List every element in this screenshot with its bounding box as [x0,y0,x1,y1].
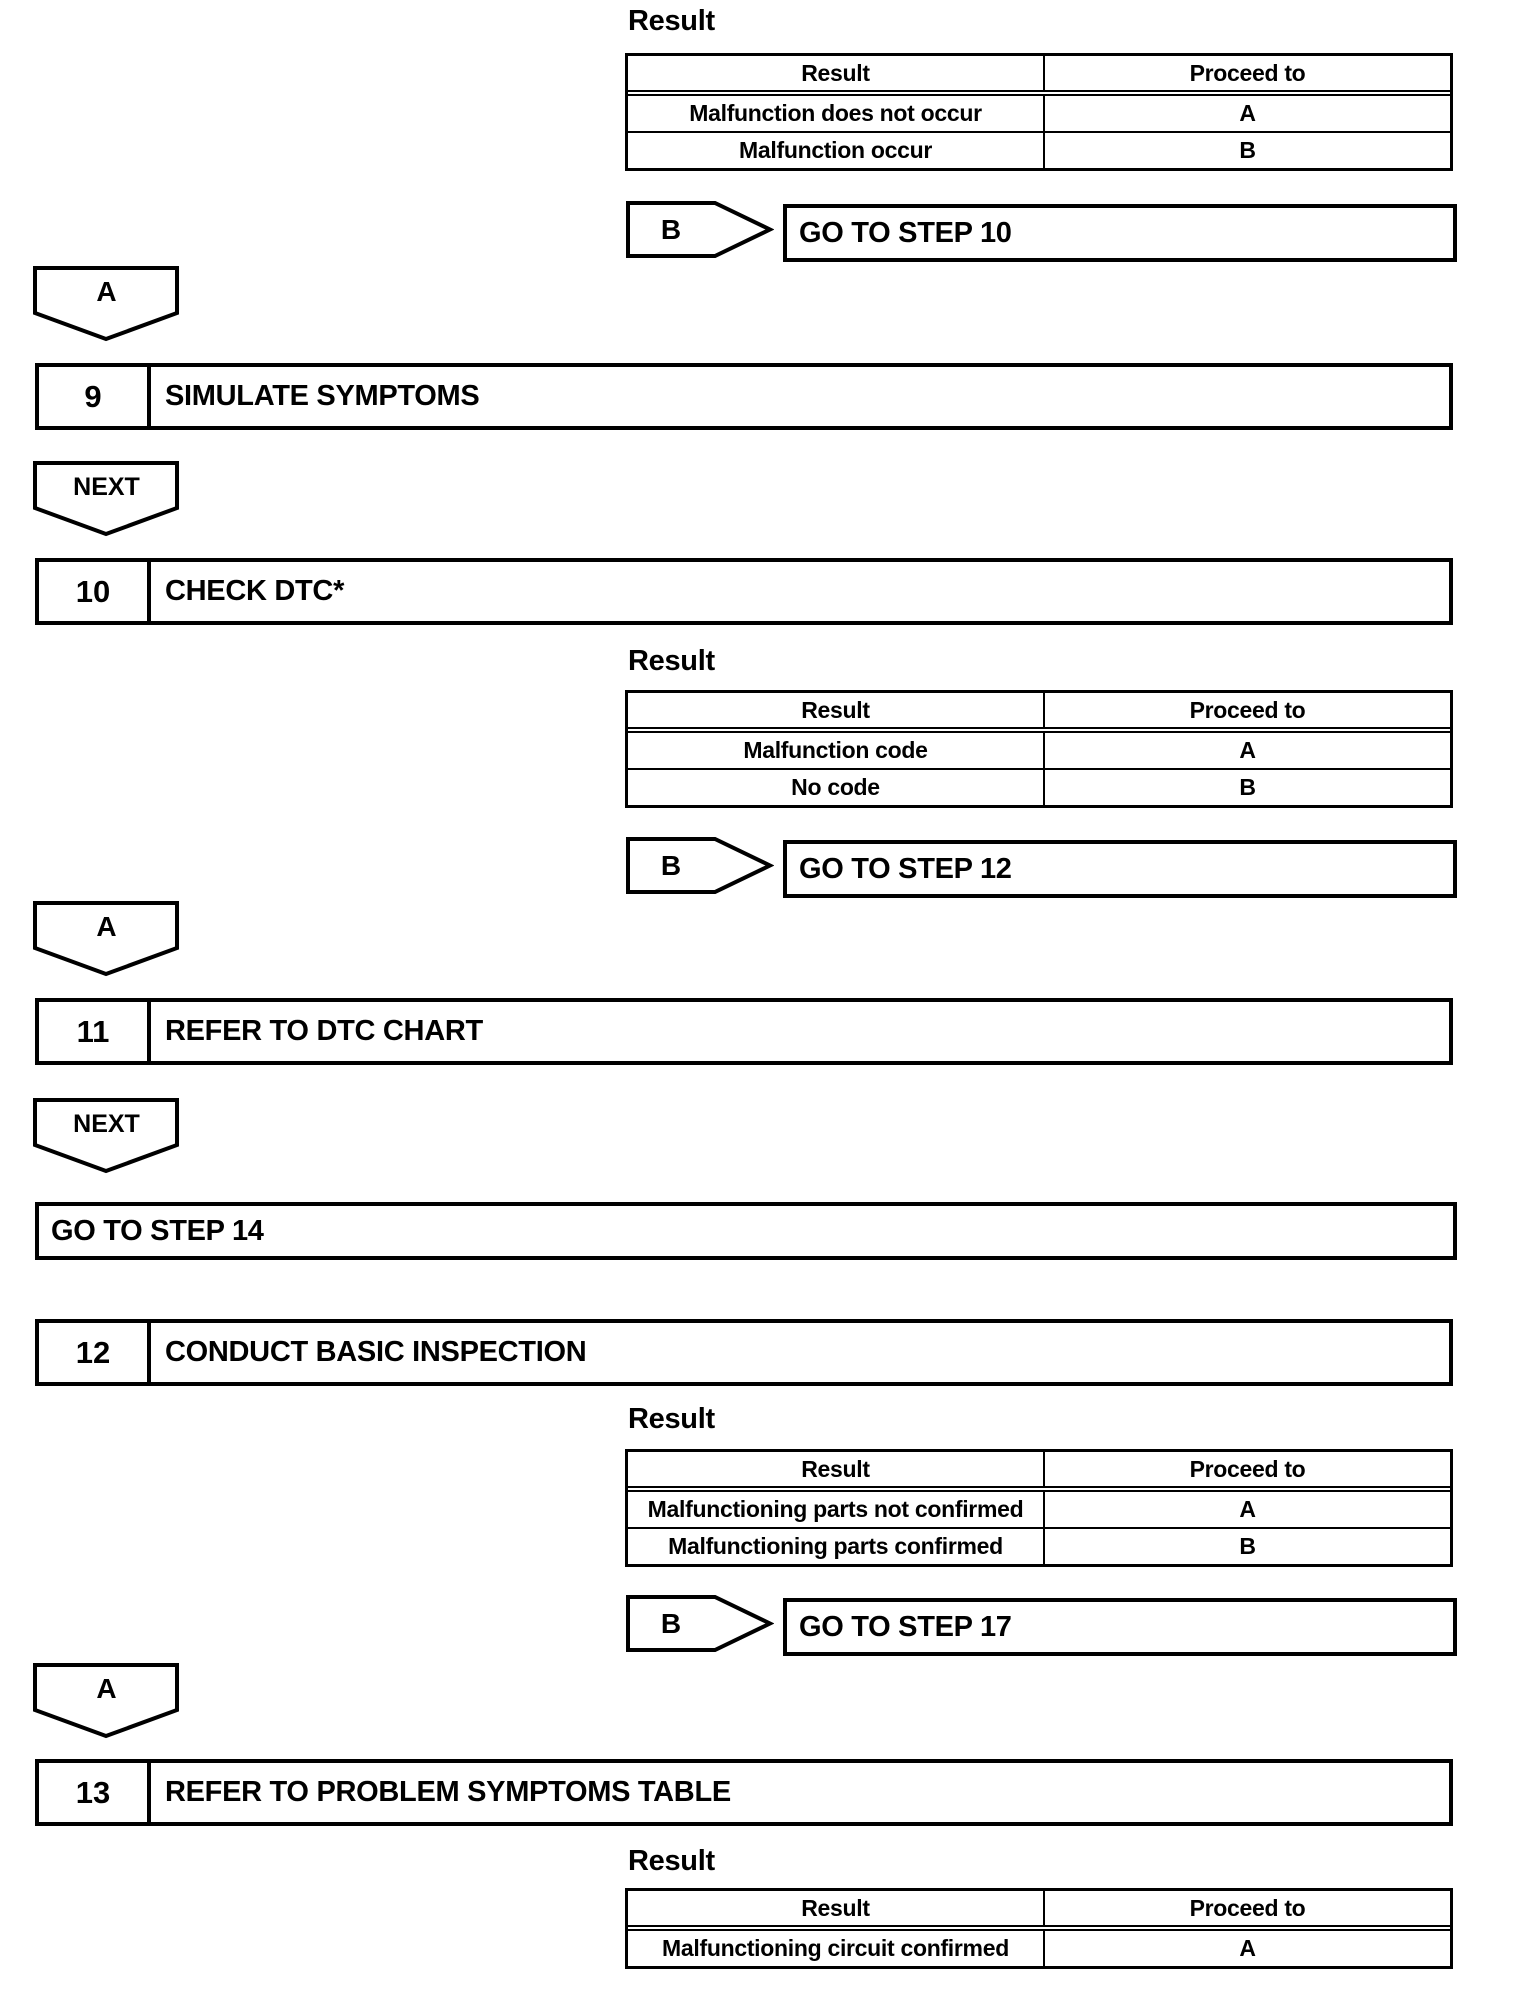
connector-b: B [626,837,774,895]
result-table-header-row: Result Proceed to [628,1452,1450,1492]
proceed-to-column-header: Proceed to [1189,696,1306,723]
step-title: REFER TO PROBLEM SYMPTOMS TABLE [165,1776,731,1808]
connector-a-label: A [96,911,117,942]
table-row: Malfunctioning parts not confirmed A [628,1492,1450,1527]
table-row: Malfunctioning circuit confirmed A [628,1931,1450,1966]
proceed-to-column-header: Proceed to [1189,1455,1306,1482]
result-cell: Malfunctioning parts not confirmed [628,1492,1045,1527]
down-pointer-pentagon-icon [33,1663,179,1739]
result-column-header: Result [628,1891,1045,1925]
result-column-header: Result [628,1452,1045,1486]
connector-a-label: A [96,1673,117,1704]
connector-a: A [33,1663,180,1739]
proceed-cell: A [1239,737,1256,763]
step-title: CHECK DTC* [165,575,345,607]
result-table-header-row: Result Proceed to [628,1891,1450,1931]
connector-next-label: NEXT [73,1109,140,1138]
result-table: Result Proceed to Malfunctioning parts n… [625,1449,1453,1567]
proceed-cell: B [1239,774,1256,800]
result-table: Result Proceed to Malfunction code A No … [625,690,1453,808]
connector-b: B [626,201,774,259]
table-row: Malfunction code A [628,733,1450,768]
connector-next: NEXT [33,461,180,537]
result-section-label: Result [628,1403,715,1435]
down-pointer-pentagon-icon [33,1098,179,1174]
result-table: Result Proceed to Malfunction does not o… [625,53,1453,171]
step-title: SIMULATE SYMPTOMS [165,380,480,412]
step-box: 12 CONDUCT BASIC INSPECTION [35,1319,1453,1386]
result-cell: No code [628,770,1045,805]
result-table: Result Proceed to Malfunctioning circuit… [625,1888,1453,1969]
connector-next: NEXT [33,1098,180,1174]
table-row: Malfunction does not occur A [628,96,1450,131]
step-title: REFER TO DTC CHART [165,1015,483,1047]
table-row: Malfunction occur B [628,131,1450,168]
table-row: No code B [628,768,1450,805]
goto-step-box: GO TO STEP 12 [783,840,1457,898]
proceed-to-column-header: Proceed to [1189,1894,1306,1921]
result-cell: Malfunction code [628,733,1045,768]
connector-b-label: B [660,1607,682,1639]
result-column-header: Result [628,56,1045,90]
result-cell: Malfunctioning parts confirmed [628,1529,1045,1564]
step-box: 9 SIMULATE SYMPTOMS [35,363,1453,430]
right-arrow-pentagon-icon [626,837,774,894]
result-cell: Malfunction occur [628,133,1045,168]
down-pointer-pentagon-icon [33,901,179,977]
down-pointer-pentagon-icon [33,461,179,537]
connector-a: A [33,266,180,342]
result-table-header-row: Result Proceed to [628,56,1450,96]
proceed-cell: B [1239,137,1256,163]
down-pointer-pentagon-icon [33,266,179,342]
connector-a: A [33,901,180,977]
step-number: 9 [39,367,151,426]
step-box: 13 REFER TO PROBLEM SYMPTOMS TABLE [35,1759,1453,1826]
goto-step-box: GO TO STEP 10 [783,204,1457,262]
proceed-cell: A [1239,100,1256,126]
connector-next-label: NEXT [73,472,140,501]
proceed-cell: A [1239,1935,1256,1961]
goto-step-box: GO TO STEP 14 [35,1202,1457,1260]
goto-step-box: GO TO STEP 17 [783,1598,1457,1656]
right-arrow-pentagon-icon [626,201,774,258]
result-section-label: Result [628,5,715,37]
proceed-cell: A [1239,1496,1256,1522]
proceed-cell: B [1239,1533,1256,1559]
result-section-label: Result [628,1845,715,1877]
result-table-header-row: Result Proceed to [628,693,1450,733]
result-cell: Malfunctioning circuit confirmed [628,1931,1045,1966]
step-box: 11 REFER TO DTC CHART [35,998,1453,1065]
step-title: CONDUCT BASIC INSPECTION [165,1336,587,1368]
step-number: 10 [39,562,151,621]
connector-a-label: A [96,276,117,307]
step-box: 10 CHECK DTC* [35,558,1453,625]
connector-b: B [626,1595,774,1653]
step-number: 11 [39,1002,151,1061]
right-arrow-pentagon-icon [626,1595,774,1652]
step-number: 13 [39,1763,151,1822]
connector-b-label: B [660,849,682,881]
table-row: Malfunctioning parts confirmed B [628,1527,1450,1564]
step-number: 12 [39,1323,151,1382]
result-section-label: Result [628,645,715,677]
result-column-header: Result [628,693,1045,727]
proceed-to-column-header: Proceed to [1189,59,1306,86]
result-cell: Malfunction does not occur [628,96,1045,131]
connector-b-label: B [660,213,682,245]
